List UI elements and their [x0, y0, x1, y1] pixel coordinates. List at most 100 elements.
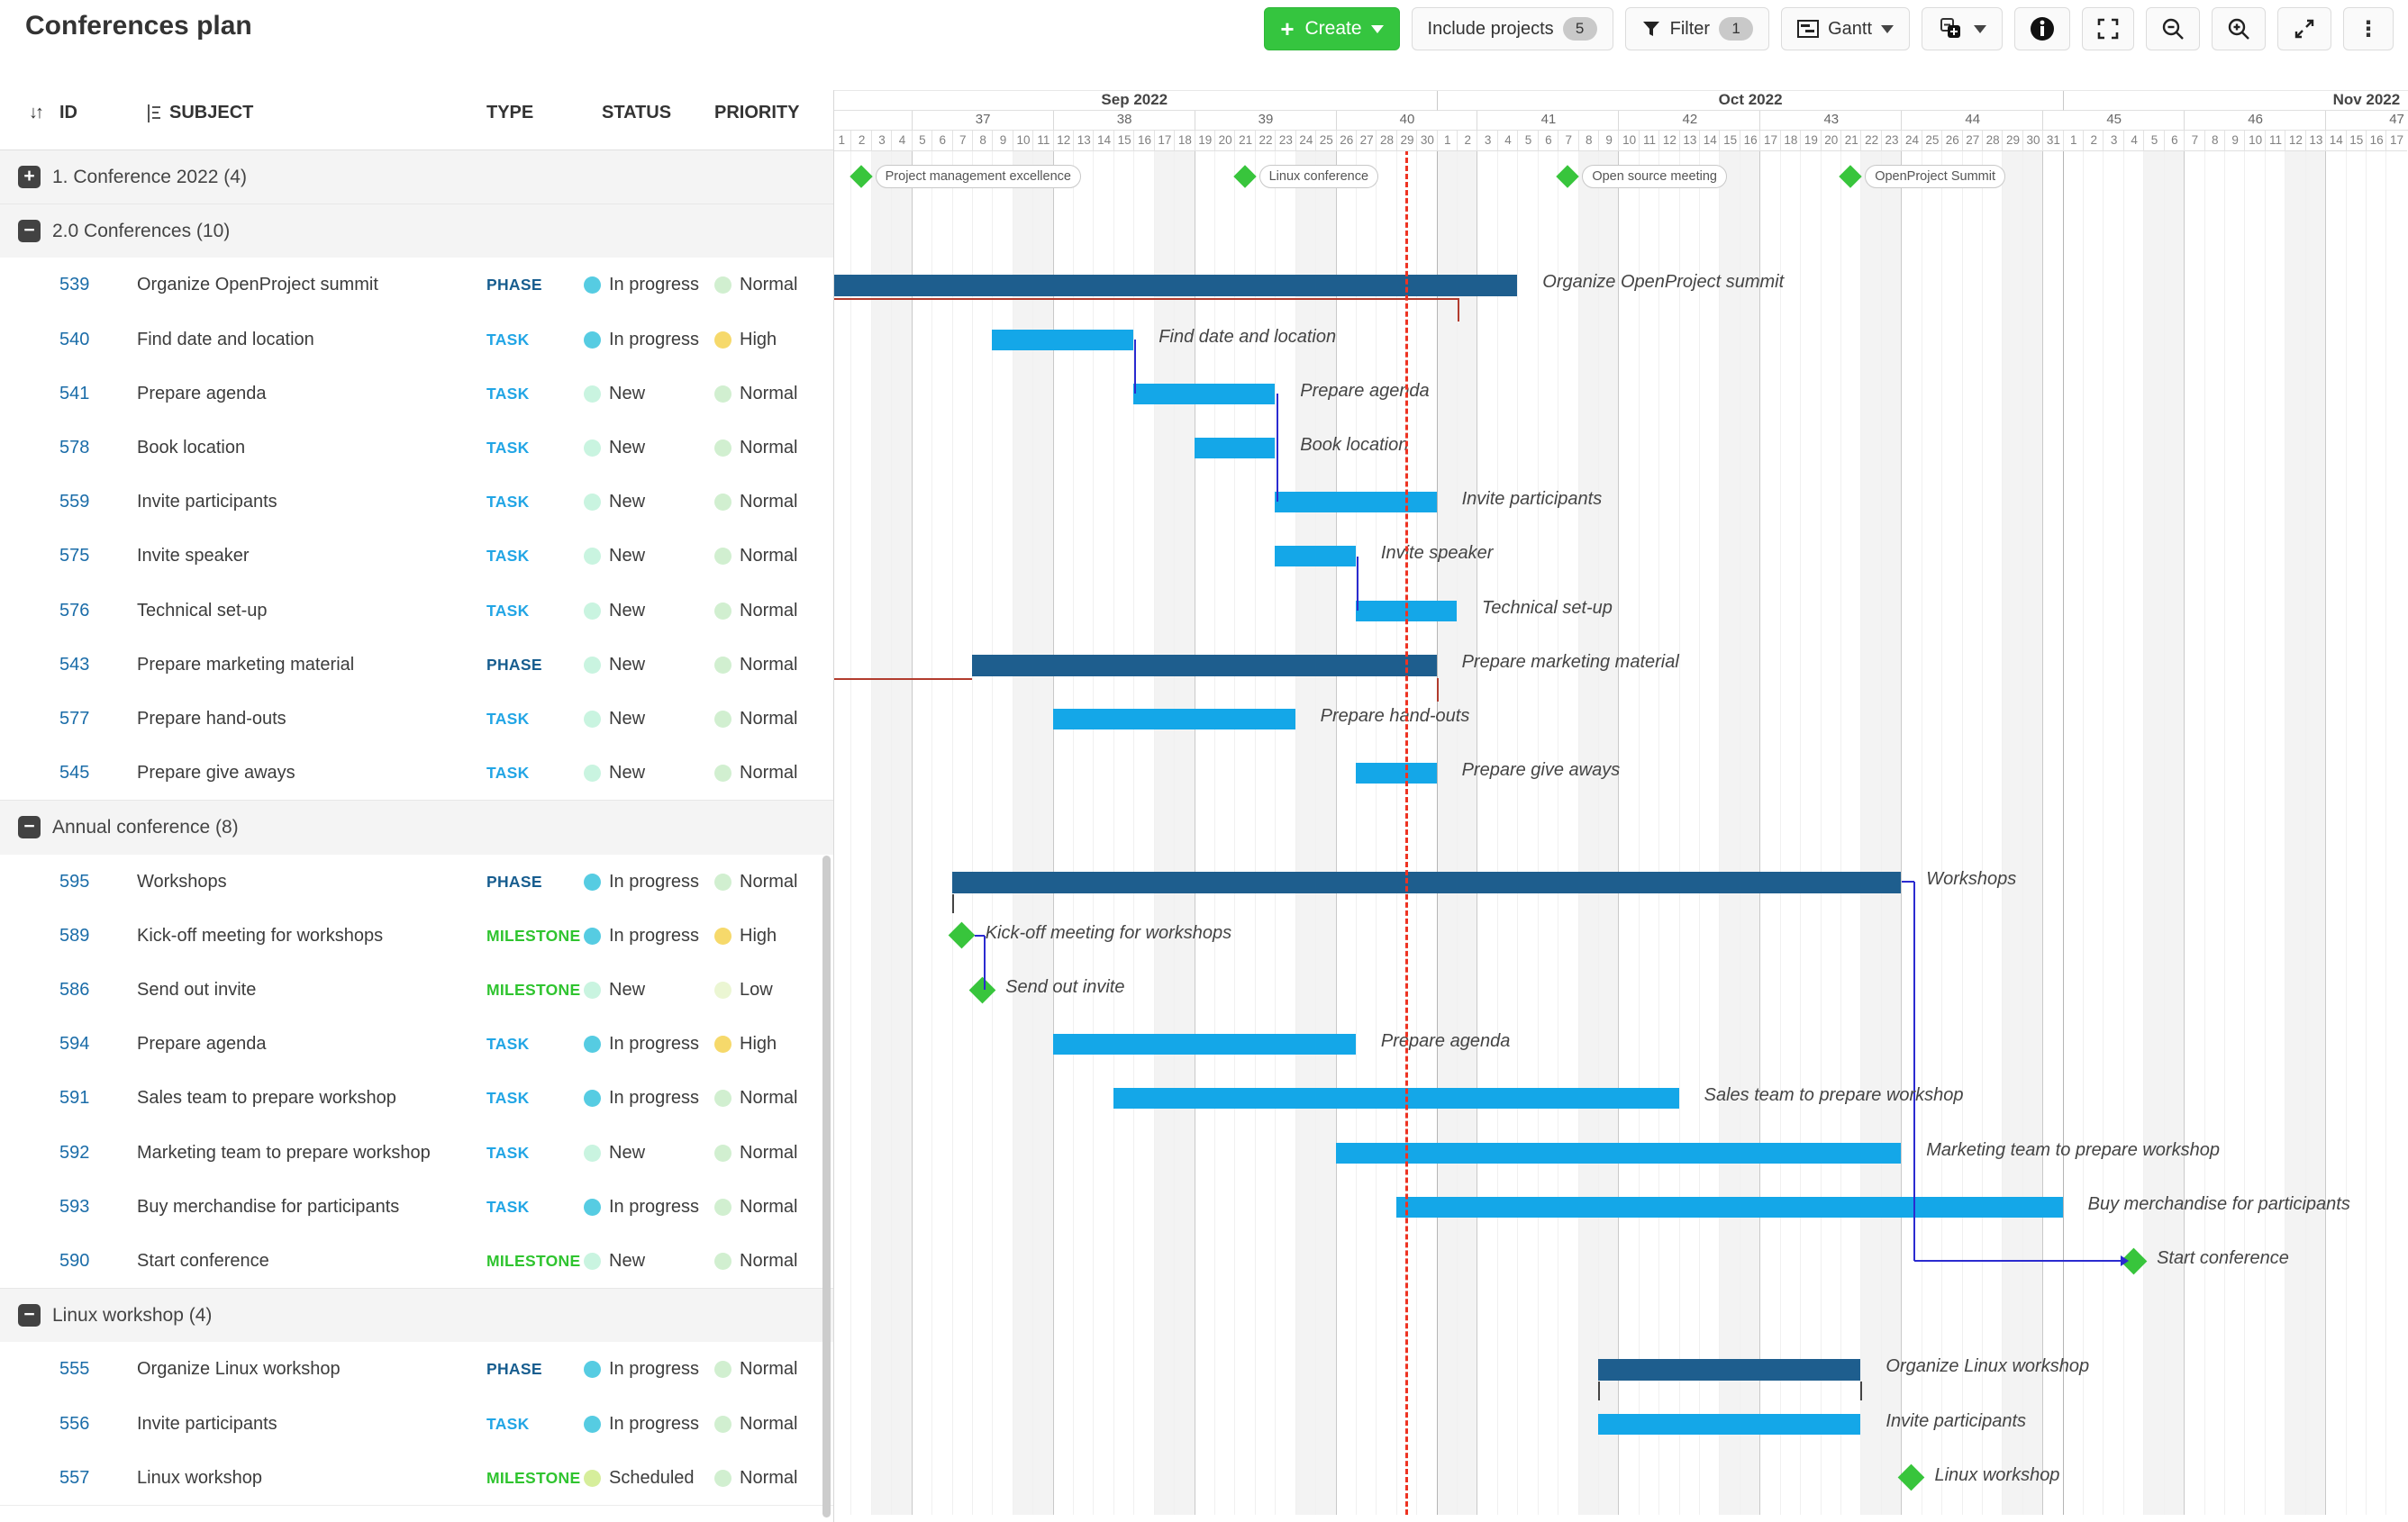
group-row[interactable]: −2.0 Conferences (10) — [0, 204, 833, 260]
work-package-status[interactable]: New — [609, 600, 646, 621]
work-package-priority[interactable]: Normal — [740, 492, 798, 512]
zoom-out-button[interactable] — [2146, 7, 2200, 50]
work-package-type[interactable]: TASK — [486, 1143, 530, 1162]
work-package-priority[interactable]: Normal — [740, 546, 798, 566]
work-package-subject[interactable]: Technical set-up — [137, 600, 268, 621]
info-button[interactable] — [2014, 7, 2070, 50]
work-package-status[interactable]: New — [609, 654, 646, 675]
work-package-id-link[interactable]: 575 — [59, 546, 90, 566]
work-package-status[interactable]: New — [609, 763, 646, 784]
work-package-priority[interactable]: Normal — [740, 871, 798, 892]
work-package-priority[interactable]: Normal — [740, 709, 798, 729]
work-package-priority[interactable]: Normal — [740, 1196, 798, 1217]
work-package-type[interactable]: TASK — [486, 439, 530, 457]
work-package-subject[interactable]: Prepare agenda — [137, 1034, 267, 1055]
column-header-priority[interactable]: PRIORITY — [714, 103, 800, 122]
gantt-task-bar[interactable] — [1597, 1413, 1861, 1435]
gantt-task-bar[interactable] — [1275, 546, 1356, 567]
work-package-priority[interactable]: Low — [740, 980, 773, 1000]
gantt-phase-bar[interactable] — [951, 871, 1902, 893]
hierarchy-icon[interactable] — [148, 103, 160, 124]
gantt-task-bar[interactable] — [1355, 763, 1437, 784]
work-package-id-link[interactable]: 594 — [59, 1034, 90, 1055]
work-package-priority[interactable]: High — [740, 925, 777, 946]
group-row[interactable]: +1. Conference 2022 (4) — [0, 149, 833, 206]
work-package-id-link[interactable]: 576 — [59, 600, 90, 621]
work-package-subject[interactable]: Send out invite — [137, 980, 257, 1000]
zoom-autofit-button[interactable] — [2277, 7, 2331, 50]
work-package-id-link[interactable]: 586 — [59, 980, 90, 1000]
work-package-subject[interactable]: Linux workshop — [137, 1467, 262, 1488]
work-package-priority[interactable]: Normal — [740, 383, 798, 403]
work-package-id-link[interactable]: 556 — [59, 1413, 90, 1434]
group-row[interactable]: −Annual conference (8) — [0, 800, 833, 856]
work-package-subject[interactable]: Workshops — [137, 871, 227, 892]
include-projects-button[interactable]: Include projects 5 — [1411, 7, 1613, 50]
work-package-id-link[interactable]: 590 — [59, 1251, 90, 1271]
gantt-task-bar[interactable] — [1275, 492, 1437, 513]
gantt-phase-bar[interactable] — [834, 275, 1518, 297]
work-package-type[interactable]: TASK — [486, 601, 530, 620]
work-package-priority[interactable]: Normal — [740, 1413, 798, 1434]
work-package-status[interactable]: New — [609, 1142, 646, 1163]
gantt-phase-bar[interactable] — [1597, 1359, 1861, 1382]
collapse-group-icon[interactable]: − — [18, 220, 41, 243]
work-package-priority[interactable]: High — [740, 1034, 777, 1055]
create-button[interactable]: + Create — [1264, 7, 1400, 50]
work-package-type[interactable]: PHASE — [486, 1360, 542, 1379]
fullscreen-button[interactable] — [2082, 7, 2134, 50]
gantt-view-button[interactable]: Gantt — [1781, 7, 1910, 50]
work-package-status[interactable]: In progress — [609, 925, 700, 946]
work-package-id-link[interactable]: 545 — [59, 763, 90, 784]
work-package-type[interactable]: PHASE — [486, 276, 542, 294]
collapse-group-icon[interactable]: − — [18, 1304, 41, 1327]
work-package-type[interactable]: TASK — [486, 1035, 530, 1054]
work-package-status[interactable]: New — [609, 709, 646, 729]
filter-button[interactable]: Filter 1 — [1624, 7, 1770, 50]
gantt-task-bar[interactable] — [992, 329, 1134, 350]
gantt-task-bar[interactable] — [1113, 1088, 1679, 1110]
work-package-id-link[interactable]: 593 — [59, 1196, 90, 1217]
gantt-phase-bar[interactable] — [971, 654, 1437, 676]
work-package-id-link[interactable]: 591 — [59, 1088, 90, 1109]
work-package-type[interactable]: TASK — [486, 764, 530, 783]
gantt-task-bar[interactable] — [1395, 1196, 2063, 1218]
work-package-status[interactable]: In progress — [609, 1413, 700, 1434]
sort-icon[interactable]: ↓↑ — [29, 103, 44, 122]
work-package-subject[interactable]: Organize OpenProject summit — [137, 275, 378, 295]
work-package-type[interactable]: TASK — [486, 710, 530, 728]
work-package-id-link[interactable]: 577 — [59, 709, 90, 729]
work-package-priority[interactable]: High — [740, 329, 777, 349]
work-package-id-link[interactable]: 540 — [59, 329, 90, 349]
group-row[interactable]: −Linux workshop (4) — [0, 1288, 833, 1345]
more-options-button[interactable]: ⋮ — [2343, 7, 2394, 50]
work-package-type[interactable]: PHASE — [486, 655, 542, 674]
collapse-all-dropdown-button[interactable] — [1922, 7, 2003, 50]
work-package-status[interactable]: In progress — [609, 329, 700, 349]
work-package-status[interactable]: New — [609, 492, 646, 512]
work-package-status[interactable]: In progress — [609, 1088, 700, 1109]
work-package-status[interactable]: In progress — [609, 1196, 700, 1217]
work-package-id-link[interactable]: 539 — [59, 275, 90, 295]
work-package-subject[interactable]: Buy merchandise for participants — [137, 1196, 400, 1217]
work-package-type[interactable]: TASK — [486, 493, 530, 512]
work-package-type[interactable]: MILESTONE — [486, 1468, 581, 1487]
expand-group-icon[interactable]: + — [18, 166, 41, 188]
work-package-subject[interactable]: Prepare hand-outs — [137, 709, 286, 729]
work-package-type[interactable]: MILESTONE — [486, 926, 581, 945]
work-package-status[interactable]: In progress — [609, 871, 700, 892]
table-row[interactable]: 577 Prepare hand-outs TASK New Normal — [0, 692, 833, 747]
work-package-status[interactable]: New — [609, 438, 646, 458]
